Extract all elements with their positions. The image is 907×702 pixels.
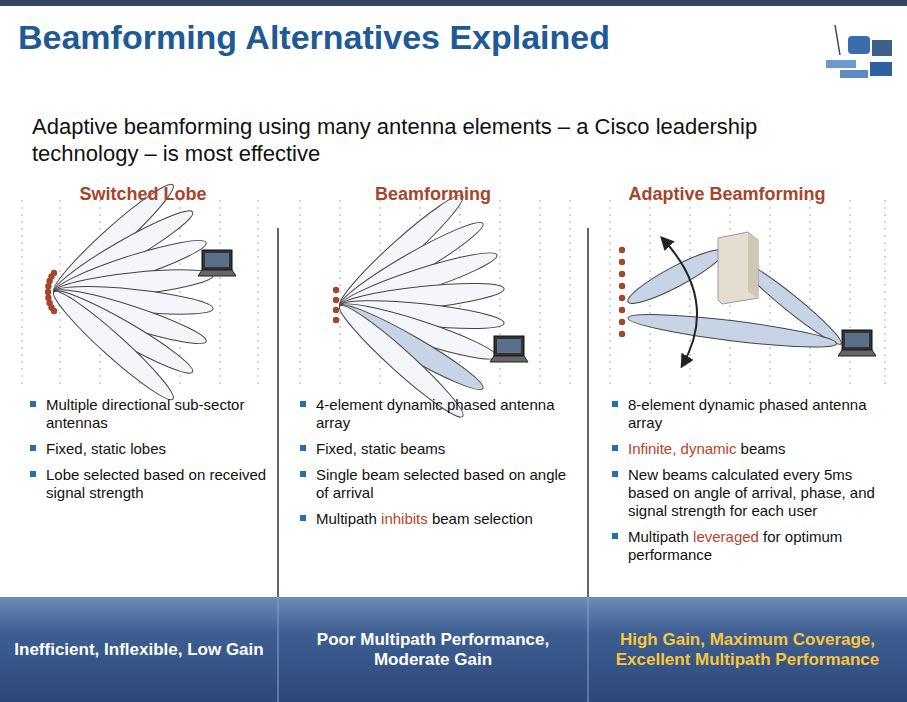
bullet-text: Multiple directional sub-sector antennas (30, 396, 271, 432)
bullet-text: Single beam selected based on angle of a… (300, 466, 581, 502)
antenna-element (619, 295, 625, 301)
subtitle: Adaptive beamforming using many antenna … (32, 113, 792, 167)
lobe (47, 284, 181, 407)
grid-line (300, 200, 301, 385)
bullet-text: Infinite, dynamic beams (612, 440, 888, 458)
bullet-text: Fixed, static beams (300, 440, 581, 458)
divider (587, 228, 589, 597)
grid-line (690, 200, 691, 385)
grid-line (810, 200, 811, 385)
summary-band (0, 597, 907, 702)
laptop-screen (494, 336, 524, 356)
summary-cell: High Gain, Maximum Coverage, Excellent M… (588, 600, 907, 700)
antenna-element (51, 308, 57, 314)
laptop-base (490, 356, 528, 362)
lobe (623, 242, 728, 310)
highlight-word: Infinite, (628, 440, 676, 457)
antenna-element (45, 294, 51, 300)
bullet-text: 8-element dynamic phased antenna array (612, 396, 888, 432)
column-heading: Adaptive Beamforming (592, 184, 862, 205)
antenna-element (333, 287, 339, 293)
summary-cell: Poor Multipath Performance, Moderate Gai… (278, 600, 588, 700)
antenna-element (619, 307, 625, 313)
logo-icon (826, 25, 892, 78)
grid-line (570, 200, 571, 385)
antenna-element (619, 283, 625, 289)
antenna-element (333, 307, 339, 313)
summary-text: Poor Multipath Performance, Moderate Gai… (288, 630, 578, 670)
grid-line (258, 200, 259, 385)
highlight-word: leveraged (693, 528, 759, 545)
antenna-element (45, 289, 51, 295)
summary-text: High Gain, Maximum Coverage, Excellent M… (598, 630, 897, 670)
bullet-text: 4-element dynamic phased antenna array (300, 396, 581, 432)
laptop-base (198, 270, 236, 276)
antenna-element (333, 317, 339, 323)
slide-title: Beamforming Alternatives Explained (18, 18, 610, 57)
bullet-text: Multipath inhibits beam selection (300, 510, 581, 528)
bullet-text: New beams calculated every 5ms based on … (612, 466, 888, 520)
laptops (198, 250, 876, 362)
bullet-text: Fixed, static lobes (30, 440, 271, 458)
antenna-element (619, 259, 625, 265)
band-divider (588, 597, 589, 702)
antenna-element (619, 331, 625, 337)
antenna-element (619, 319, 625, 325)
antenna-element (619, 247, 625, 253)
grid-line (540, 200, 541, 385)
summary-text: Inefficient, Inflexible, Low Gain (14, 640, 263, 660)
lobe (627, 308, 838, 353)
bullet-text: Multipath leveraged for optimum performa… (612, 528, 888, 564)
summary-cell: Inefficient, Inflexible, Low Gain (0, 600, 278, 700)
laptop-display (205, 253, 229, 267)
building (718, 232, 758, 304)
grid-line (610, 200, 611, 385)
column-heading: Switched Lobe (8, 184, 278, 205)
highlight-word: inhibits (381, 510, 428, 527)
laptop-display (497, 339, 521, 353)
antenna-element (46, 278, 52, 284)
antenna-element (45, 283, 51, 289)
antenna-element (333, 297, 339, 303)
laptop-screen (842, 330, 872, 350)
laptop-base (838, 350, 876, 356)
grid-line (340, 200, 341, 385)
antenna-element (619, 271, 625, 277)
top-bar (0, 0, 907, 6)
highlight-word: dynamic (681, 440, 737, 457)
grid-line (885, 200, 886, 385)
grid-line (22, 200, 23, 385)
divider (277, 228, 279, 597)
antenna-lobes (45, 177, 846, 425)
bullet-text: Lobe selected based on received signal s… (30, 466, 271, 502)
grid (22, 200, 885, 385)
laptop-screen (202, 250, 232, 270)
band-divider (278, 597, 279, 702)
grid-line (220, 200, 221, 385)
laptop-display (845, 333, 869, 347)
steer-arrow (662, 238, 697, 366)
column-heading: Beamforming (298, 184, 568, 205)
grid-line (850, 200, 851, 385)
